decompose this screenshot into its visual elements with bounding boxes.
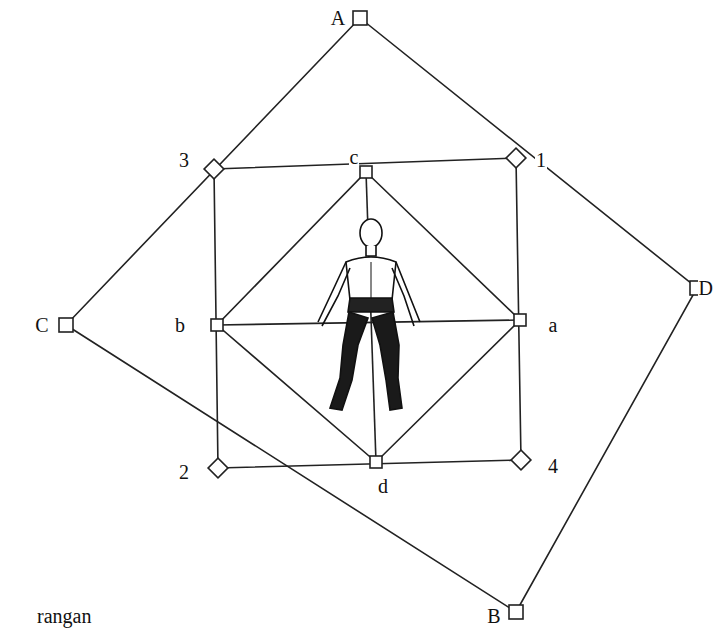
inner-square bbox=[217, 172, 520, 462]
horizontal-axis bbox=[217, 320, 520, 325]
outer-square bbox=[66, 18, 697, 612]
point-label: a bbox=[548, 315, 559, 335]
point-label: C bbox=[34, 315, 49, 335]
point-label: 3 bbox=[178, 150, 190, 170]
point-label: b bbox=[174, 315, 186, 335]
human-figure bbox=[318, 219, 420, 410]
point-label: A bbox=[330, 8, 346, 28]
middle-square bbox=[214, 158, 521, 468]
post-marker bbox=[370, 456, 382, 468]
post-marker bbox=[506, 148, 526, 168]
post-marker bbox=[511, 450, 531, 470]
point-label: 4 bbox=[547, 456, 559, 476]
markers bbox=[59, 11, 704, 619]
note-text: rangan bbox=[36, 606, 92, 626]
post-marker bbox=[59, 318, 73, 332]
post-marker bbox=[208, 458, 228, 478]
point-label: B bbox=[486, 606, 501, 626]
post-marker bbox=[211, 319, 223, 331]
point-label: c bbox=[349, 147, 360, 167]
post-marker bbox=[360, 166, 372, 178]
point-label: 2 bbox=[178, 462, 190, 482]
point-label: 1 bbox=[535, 150, 547, 170]
point-label: D bbox=[698, 278, 714, 298]
post-marker bbox=[204, 159, 224, 179]
post-marker bbox=[353, 11, 367, 25]
post-marker bbox=[514, 314, 526, 326]
post-marker bbox=[509, 605, 523, 619]
lines bbox=[66, 18, 697, 612]
point-label: d bbox=[377, 476, 389, 496]
